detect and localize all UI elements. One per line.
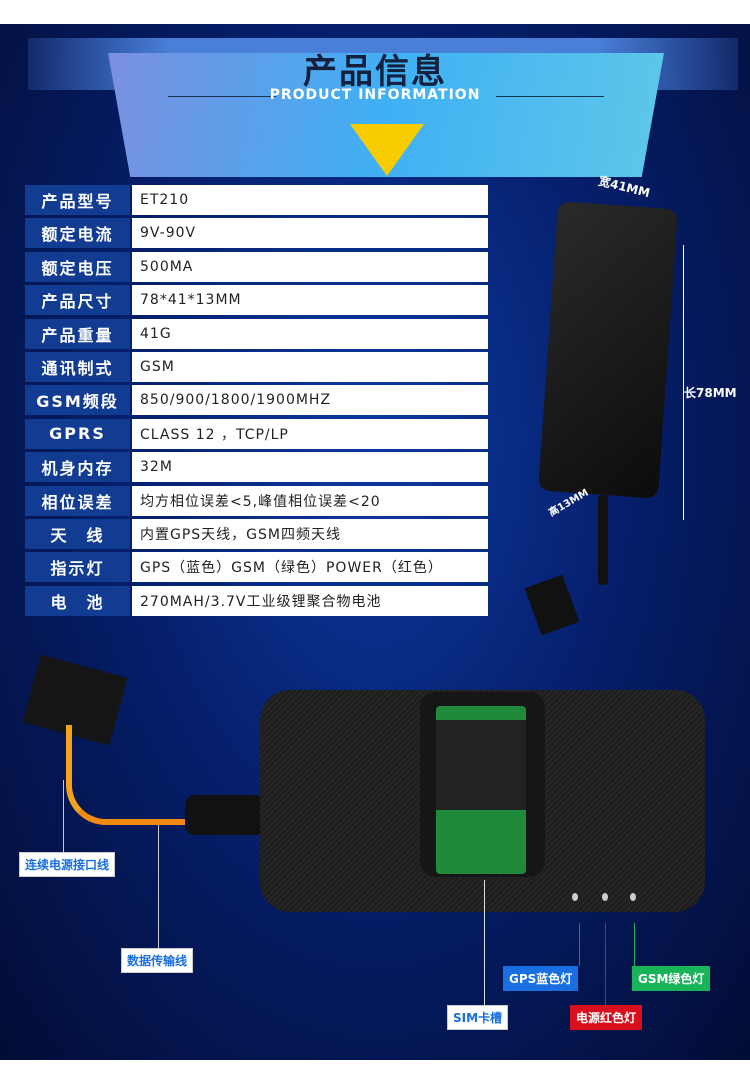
dimension-line — [683, 245, 684, 520]
led-power — [602, 893, 608, 901]
spec-label: GPRS — [25, 418, 130, 449]
spec-value: 9V-90V — [132, 218, 488, 249]
wires — [66, 725, 196, 825]
spec-label: 天 线 — [25, 519, 130, 549]
spec-label: 产品型号 — [25, 185, 130, 215]
spec-row: 相位误差均方相位误差<5,峰值相位误差<20 — [25, 485, 488, 516]
page-subtitle: PRODUCT INFORMATION — [269, 87, 481, 103]
spec-label: 产品重量 — [25, 318, 130, 349]
leader-line — [63, 780, 64, 852]
callout-data-cable: 数据传输线 — [121, 948, 194, 973]
leader-line — [579, 923, 580, 966]
spec-value: 32M — [132, 452, 488, 483]
callout-sim-slot: SIM卡槽 — [447, 1005, 509, 1030]
led-gsm — [630, 893, 636, 901]
leader-line — [634, 923, 635, 966]
spec-value: 均方相位误差<5,峰值相位误差<20 — [132, 485, 488, 516]
spec-label: 指示灯 — [25, 552, 130, 583]
spec-value: ET210 — [132, 185, 488, 215]
dimension-length: 长78MM — [684, 386, 737, 400]
spec-label: GSM频段 — [25, 385, 130, 416]
spec-row: 天 线内置GPS天线，GSM四频天线 — [25, 519, 488, 549]
leader-line — [605, 923, 606, 1005]
divider — [496, 96, 604, 97]
device-cable — [598, 495, 608, 585]
spec-value: 850/900/1800/1900MHZ — [132, 385, 488, 416]
spec-value: 500MA — [132, 251, 488, 282]
device-top-view — [538, 201, 678, 499]
callout-gsm-led: GSM绿色灯 — [632, 966, 711, 991]
page-title: 产品信息 — [303, 52, 447, 92]
spec-label: 产品尺寸 — [25, 285, 130, 316]
divider — [168, 96, 276, 97]
led-gps — [572, 893, 578, 901]
callout-power-led: 电源红色灯 — [570, 1005, 643, 1030]
spec-label: 通讯制式 — [25, 352, 130, 382]
spec-label: 额定电压 — [25, 251, 130, 282]
sim-holder — [436, 720, 526, 810]
spec-label: 相位误差 — [25, 485, 130, 516]
spec-value: GSM — [132, 352, 488, 382]
spec-label: 额定电流 — [25, 218, 130, 249]
spec-value: CLASS 12 ，TCP/LP — [132, 418, 488, 449]
spec-label: 电 池 — [25, 585, 130, 616]
spec-value: 78*41*13MM — [132, 285, 488, 316]
spec-value: GPS（蓝色）GSM（绿色）POWER（红色） — [132, 552, 488, 583]
arrow-down-icon — [350, 124, 424, 176]
cable-boot — [185, 795, 265, 835]
spec-value: 270MAH/3.7V工业级锂聚合物电池 — [132, 585, 488, 616]
callout-gps-led: GPS蓝色灯 — [503, 966, 579, 991]
callout-power-cable: 连续电源接口线 — [19, 852, 116, 877]
leader-line — [484, 880, 485, 1005]
leader-line — [158, 825, 159, 948]
spec-label: 机身内存 — [25, 452, 130, 483]
spec-value: 内置GPS天线，GSM四频天线 — [132, 519, 488, 549]
spec-value: 41G — [132, 318, 488, 349]
